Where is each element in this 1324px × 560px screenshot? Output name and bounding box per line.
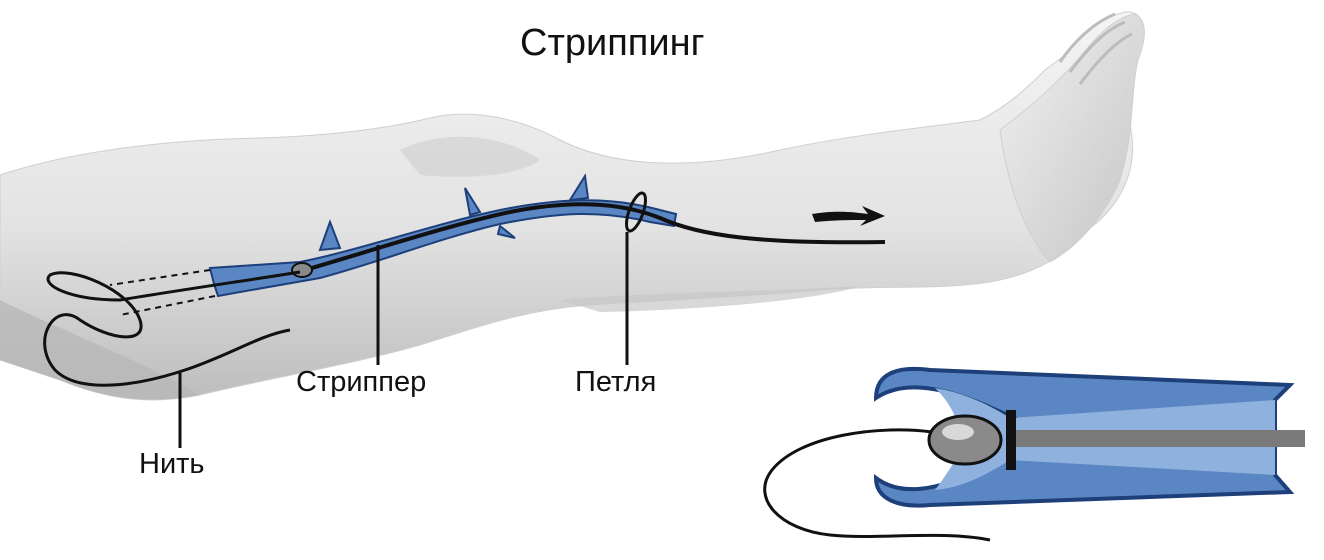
thread-label: Нить [139,448,205,481]
inset-detail [765,369,1305,540]
loop-label: Петля [575,366,656,399]
inset-rod [1015,430,1305,447]
diagram-title: Стриппинг [520,22,704,65]
inset-stripper-head [929,416,1001,464]
inset-loop-band [1006,410,1016,470]
inset-head-highlight [942,424,974,440]
stripper-label: Стриппер [296,366,426,399]
stripper-head [292,263,312,277]
